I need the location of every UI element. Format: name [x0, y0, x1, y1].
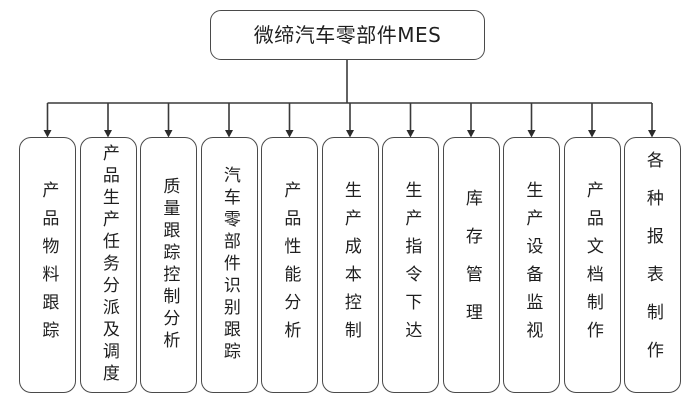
leaf-node-4-label: 汽车零部件识别跟踪	[219, 166, 240, 364]
leaf-node-9[interactable]: 生产设备监视	[503, 137, 560, 393]
drop-connector-5	[285, 103, 294, 138]
drop-connector-2	[104, 103, 112, 138]
drop-connector-6	[346, 103, 354, 138]
leaf-node-10-label: 产品文档制作	[582, 181, 603, 349]
leaf-node-3-label: 质量跟踪控制分析	[159, 177, 180, 353]
leaf-node-1[interactable]: 产品物料跟踪	[19, 137, 76, 393]
leaf-node-11[interactable]: 各种报表制作	[623, 137, 681, 393]
leaf-node-2[interactable]: 产品生产任务分派及调度	[79, 137, 137, 393]
leaf-node-5-label: 产品性能分析	[280, 181, 301, 349]
leaf-node-7-label: 生产指令下达	[401, 181, 422, 349]
drop-connector-4	[225, 103, 233, 138]
drop-connector-8	[467, 103, 475, 138]
leaf-node-2-label: 产品生产任务分派及调度	[98, 144, 119, 386]
drop-connector-9	[527, 103, 536, 138]
drop-connector-11	[648, 103, 656, 138]
leaf-node-8[interactable]: 库存管理	[442, 137, 500, 393]
leaf-node-6-label: 生产成本控制	[340, 181, 361, 349]
leaf-node-1-label: 产品物料跟踪	[38, 181, 59, 349]
drop-connector-1	[43, 103, 52, 138]
leaf-node-10[interactable]: 产品文档制作	[563, 137, 621, 393]
drop-connector-10	[588, 103, 596, 138]
leaf-node-7[interactable]: 生产指令下达	[382, 137, 439, 393]
leaf-node-5[interactable]: 产品性能分析	[261, 137, 318, 393]
drop-connector-7	[406, 103, 415, 138]
root-node-label: 微缔汽车零部件MES	[253, 23, 442, 47]
leaf-node-6[interactable]: 生产成本控制	[321, 137, 379, 393]
leaf-node-3[interactable]: 质量跟踪控制分析	[140, 137, 197, 393]
leaf-node-4[interactable]: 汽车零部件识别跟踪	[200, 137, 258, 393]
leaf-node-9-label: 生产设备监视	[522, 181, 543, 349]
drop-connector-3	[164, 103, 173, 138]
root-node-mes-system[interactable]: 微缔汽车零部件MES	[210, 10, 485, 60]
leaf-node-8-label: 库存管理	[461, 189, 482, 341]
leaf-node-11-label: 各种报表制作	[642, 151, 663, 379]
